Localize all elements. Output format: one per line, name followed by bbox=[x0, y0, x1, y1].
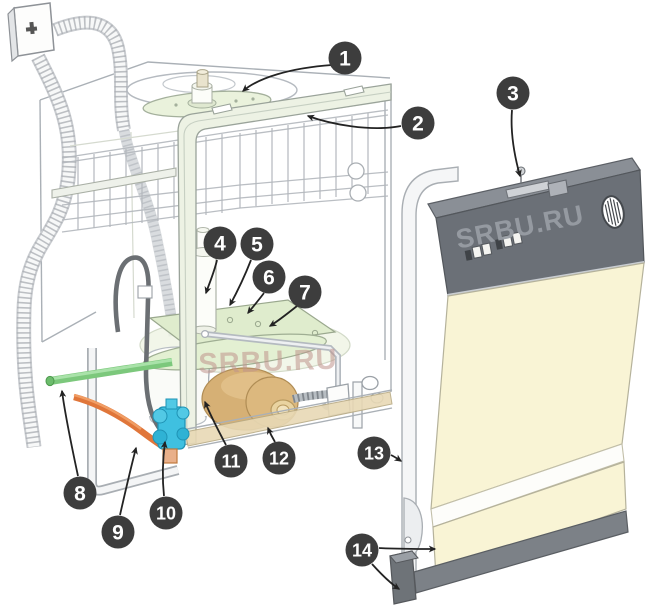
callout-9: 9 bbox=[101, 446, 138, 549]
callout-10: 10 bbox=[149, 440, 183, 530]
svg-text:1: 1 bbox=[339, 48, 351, 71]
callout-7: 7 bbox=[268, 275, 322, 327]
base-rails bbox=[181, 389, 393, 449]
panel-buttons bbox=[464, 231, 523, 261]
tub-front-frame bbox=[177, 83, 392, 446]
left-slide-rail bbox=[51, 167, 177, 199]
svg-text:10: 10 bbox=[156, 504, 176, 524]
svg-text:12: 12 bbox=[269, 449, 289, 469]
callout-5: 5 bbox=[229, 227, 274, 307]
green-hose bbox=[45, 358, 173, 387]
callout-11: 11 bbox=[204, 400, 248, 478]
drain-loop-hose bbox=[113, 255, 170, 440]
rack-rollers bbox=[347, 162, 367, 202]
svg-text:8: 8 bbox=[74, 483, 86, 506]
svg-text:6: 6 bbox=[263, 267, 275, 290]
door-trim-band bbox=[430, 443, 625, 528]
svg-text:11: 11 bbox=[221, 452, 240, 472]
svg-text:7: 7 bbox=[299, 282, 311, 305]
callout-1: 1 bbox=[242, 41, 362, 92]
valve-fitting bbox=[162, 448, 178, 464]
callout-13: 13 bbox=[357, 436, 403, 470]
svg-text:4: 4 bbox=[214, 233, 226, 256]
timer-dial bbox=[601, 195, 625, 229]
callout-3: 3 bbox=[496, 76, 530, 178]
svg-text:3: 3 bbox=[507, 83, 519, 106]
callout-14: 14 bbox=[345, 533, 437, 590]
hose-clip bbox=[137, 285, 153, 299]
lower-access-panel bbox=[432, 461, 627, 578]
callout-8: 8 bbox=[59, 389, 97, 510]
svg-text:9: 9 bbox=[112, 522, 124, 545]
callout-6: 6 bbox=[247, 260, 286, 315]
svg-text:2: 2 bbox=[412, 113, 424, 136]
upper-rack bbox=[51, 101, 389, 233]
inlet-valve bbox=[152, 398, 190, 464]
motor-spring bbox=[292, 390, 330, 403]
fill-hose bbox=[52, 15, 180, 337]
junction-box-symbol bbox=[25, 21, 38, 35]
callout-4: 4 bbox=[203, 226, 237, 295]
drain-hose-outer bbox=[16, 53, 77, 448]
base-board bbox=[184, 391, 393, 447]
rail-clips bbox=[211, 85, 365, 115]
junction-box bbox=[7, 2, 55, 63]
svg-text:14: 14 bbox=[352, 541, 372, 561]
watermark-left: SRBU.RU bbox=[198, 344, 338, 381]
svg-text:5: 5 bbox=[251, 234, 263, 257]
svg-text:13: 13 bbox=[364, 444, 384, 464]
callout-12: 12 bbox=[262, 426, 296, 475]
callout-2: 2 bbox=[306, 106, 435, 140]
